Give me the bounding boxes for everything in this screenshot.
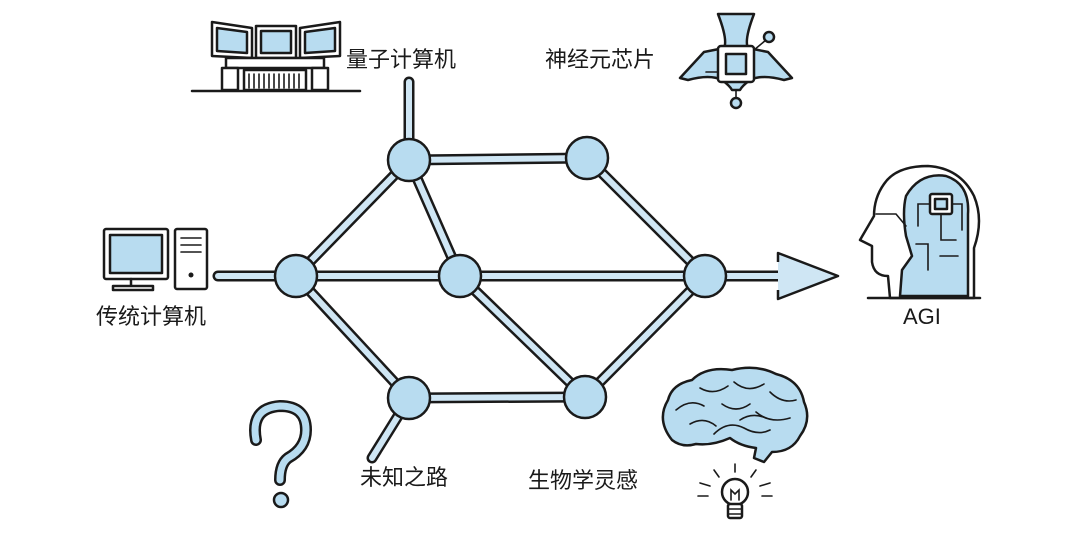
node-left: [273, 253, 319, 299]
label-traditional-computer: 传统计算机: [96, 305, 207, 330]
label-neuromorphic-chip: 神经元芯片: [545, 48, 656, 73]
node-bottom-right: [562, 374, 608, 420]
network-nodes: [273, 135, 728, 421]
neuromorphic-chip-icon: [678, 12, 794, 110]
label-agi: AGI: [903, 304, 941, 329]
brain-icon: [661, 366, 809, 464]
label-quantum-computer: 量子计算机: [346, 48, 457, 73]
computer-workstation-icon: [102, 227, 209, 292]
node-right: [682, 253, 728, 299]
ai-head-icon: [858, 164, 982, 300]
arrow-head-icon: [776, 251, 840, 301]
edge-lower-links: [290, 270, 711, 404]
node-center: [437, 253, 483, 299]
label-unknown-path: 未知之路: [360, 466, 449, 491]
node-top-left: [386, 137, 432, 183]
lightbulb-icon: [697, 463, 773, 520]
label-bio-inspiration: 生物学灵感: [528, 469, 639, 494]
node-bottom-left: [386, 375, 432, 421]
question-mark-icon: [249, 399, 313, 509]
node-top-right: [564, 135, 610, 181]
multi-monitor-quantum-computer-icon: [190, 20, 362, 93]
edge-upper-links: [290, 152, 711, 282]
